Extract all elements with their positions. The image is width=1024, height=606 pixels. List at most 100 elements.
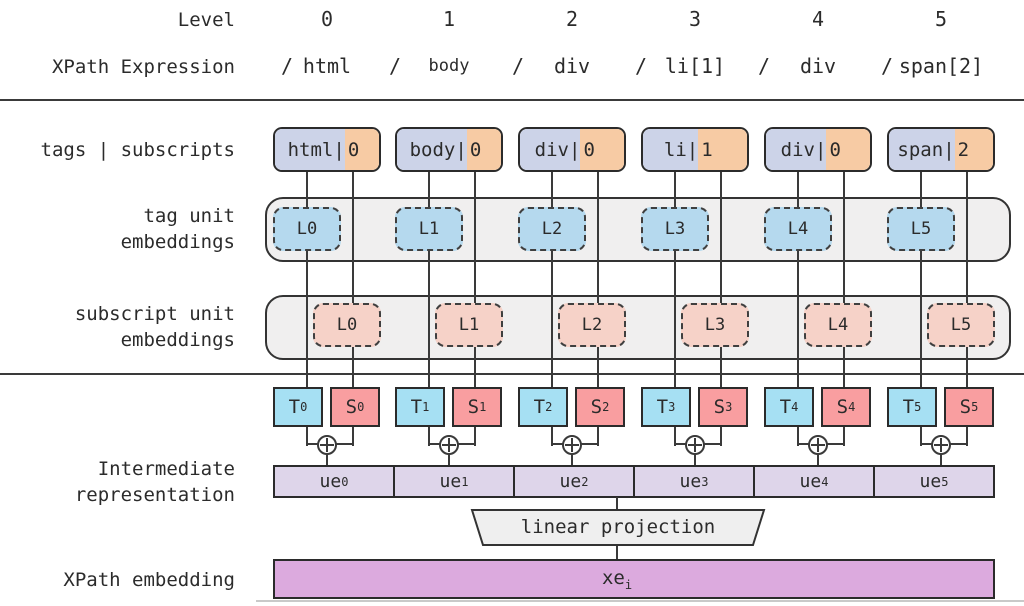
level-number: 3 bbox=[688, 7, 702, 31]
xpath-token: div bbox=[553, 54, 591, 78]
tag-cell: li| bbox=[643, 129, 699, 170]
subscript-unit-box: L5 bbox=[927, 303, 995, 347]
subscript-cell: 2 bbox=[954, 129, 993, 170]
tag-unit-label-line1: tag unit bbox=[143, 205, 235, 227]
subscript-unit-box: L2 bbox=[558, 303, 626, 347]
sum-stem bbox=[571, 453, 573, 465]
plus-circle-icon bbox=[317, 435, 337, 455]
xpath-slash: / bbox=[280, 54, 294, 78]
xpath-token: body bbox=[428, 56, 470, 76]
tag-cell: div| bbox=[520, 129, 581, 170]
tag-line bbox=[551, 172, 553, 446]
subscript-unit-box: L1 bbox=[435, 303, 503, 347]
plus-circle-icon bbox=[931, 435, 951, 455]
level-number: 1 bbox=[442, 7, 456, 31]
tag-unit-embeddings-label: tag unit embeddings bbox=[0, 203, 235, 255]
subscript-unit-label-line2: embeddings bbox=[120, 329, 235, 351]
plus-circle-icon bbox=[685, 435, 705, 455]
linear-projection-label: linear projection bbox=[520, 516, 716, 538]
tag-unit-box: L5 bbox=[887, 207, 955, 251]
tag-unit-box: L3 bbox=[641, 207, 709, 251]
pipe-separator: | bbox=[569, 138, 581, 161]
tag-line bbox=[428, 172, 430, 446]
tag-cell: span| bbox=[889, 129, 955, 170]
sum-stem bbox=[326, 453, 328, 465]
subscript-unit-box: L4 bbox=[804, 303, 872, 347]
xpath-expression-label: XPath Expression bbox=[51, 56, 235, 78]
subscript-unit-embeddings-label: subscript unit embeddings bbox=[0, 301, 235, 353]
tag-subscript-box: div| 0 bbox=[764, 127, 872, 172]
pipe-separator: | bbox=[943, 138, 955, 161]
xpath-slash: / bbox=[634, 54, 648, 78]
tag-cell: div| bbox=[766, 129, 827, 170]
linear-projection-trapezoid bbox=[470, 509, 766, 546]
tag-subscript-box: div| 0 bbox=[518, 127, 626, 172]
tag-subscript-box: span| 2 bbox=[887, 127, 995, 172]
xpath-token: li[1] bbox=[664, 54, 726, 78]
tag-unit-label-line2: embeddings bbox=[120, 231, 235, 253]
subscript-cell: 0 bbox=[466, 129, 501, 170]
subscript-unit-label-line1: subscript unit bbox=[74, 303, 235, 325]
tag-line bbox=[306, 172, 308, 446]
pipe-separator: | bbox=[686, 138, 699, 161]
tag-unit-box: L1 bbox=[395, 207, 463, 251]
bottom-rule bbox=[256, 600, 1024, 602]
xpath-slash: / bbox=[757, 54, 771, 78]
xe-label: xei bbox=[601, 566, 633, 592]
intermediate-label-line1: Intermediate bbox=[97, 458, 235, 480]
tag-unit-box: L0 bbox=[273, 207, 341, 251]
header-divider bbox=[0, 99, 1024, 101]
intermediate-label-line2: representation bbox=[74, 484, 235, 506]
subscript-cell: 1 bbox=[698, 129, 747, 170]
sum-stem bbox=[940, 453, 942, 465]
pipe-separator: | bbox=[455, 138, 467, 161]
subscript-unit-embeddings-container bbox=[265, 295, 1011, 360]
subscript-unit-box: L3 bbox=[681, 303, 749, 347]
plus-circle-icon bbox=[562, 435, 582, 455]
subscript-cell: 0 bbox=[826, 129, 870, 170]
level-number: 2 bbox=[565, 7, 579, 31]
level-number: 4 bbox=[811, 7, 825, 31]
subscript-unit-box: L0 bbox=[313, 303, 381, 347]
plus-circle-icon bbox=[808, 435, 828, 455]
tag-subscript-box: html| 0 bbox=[273, 127, 381, 172]
sum-stem bbox=[694, 453, 696, 465]
xpath-token: html bbox=[302, 54, 352, 78]
tag-unit-box: L4 bbox=[764, 207, 832, 251]
tag-unit-box: L2 bbox=[518, 207, 586, 251]
tag-line bbox=[797, 172, 799, 446]
xpath-token: div bbox=[799, 54, 837, 78]
pipe-separator: | bbox=[333, 138, 345, 161]
intermediate-representation-label: Intermediate representation bbox=[0, 456, 235, 508]
tag-cell: html| bbox=[275, 129, 345, 170]
xpath-embedding-label: XPath embedding bbox=[63, 569, 235, 591]
tag-subscript-box: body| 0 bbox=[395, 127, 503, 172]
xpath-slash: / bbox=[388, 54, 402, 78]
level-label: Level bbox=[177, 9, 235, 31]
section-divider bbox=[0, 373, 1024, 375]
tag-unit-embeddings-container bbox=[265, 197, 1011, 262]
sum-stem bbox=[448, 453, 450, 465]
subscript-cell: 0 bbox=[344, 129, 379, 170]
